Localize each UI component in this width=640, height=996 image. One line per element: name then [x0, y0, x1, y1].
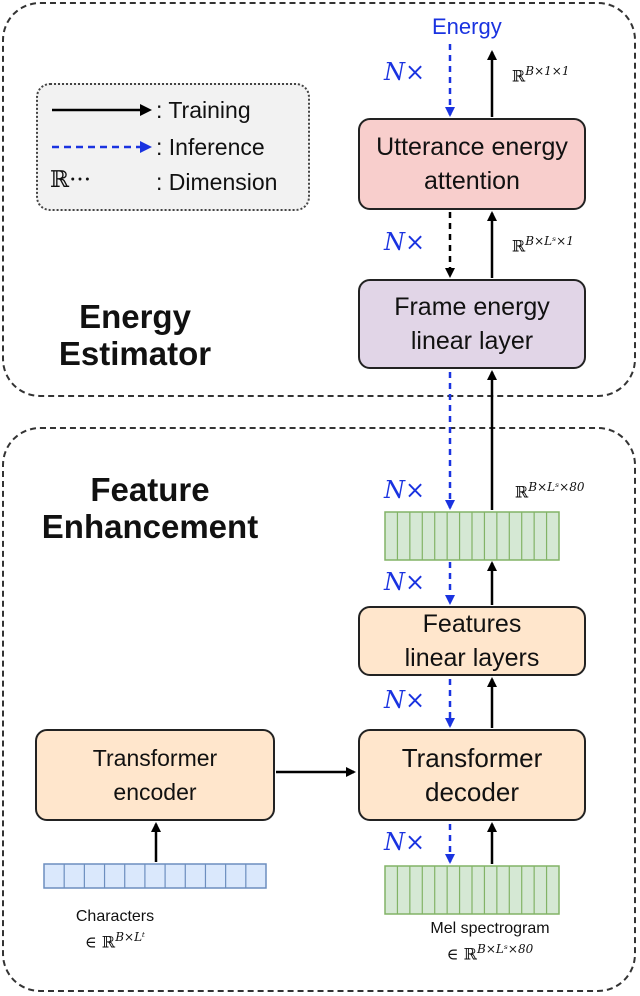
characters-grid	[43, 863, 267, 889]
legend-inference-row: : Inference	[38, 130, 308, 164]
legend-dimension-label: : Dimension	[156, 169, 278, 195]
feature-enhancement-title: Feature Enhancement	[41, 471, 259, 545]
mel-label: Mel spectrogram	[430, 920, 550, 937]
legend: : Training : Inference ℝ··· : Dimension	[36, 83, 310, 211]
repeat-label-4: N×	[384, 568, 426, 596]
repeat-label-3: N×	[384, 476, 426, 504]
transformer-decoder-block: Transformer decoder	[358, 729, 586, 821]
transformer-encoder-block: Transformer encoder	[35, 729, 275, 821]
frame-energy-linear-layer-block: Frame energy linear layer	[358, 279, 586, 369]
mel-spectrogram-grid	[384, 865, 560, 915]
legend-inference-label: : Inference	[156, 134, 265, 160]
repeat-label-5: N×	[384, 686, 426, 714]
energy-estimator-title: Energy Estimator	[58, 298, 212, 372]
training-arrow-icon	[52, 104, 152, 116]
training-arrows	[151, 50, 497, 864]
energy-estimator-group	[2, 2, 636, 397]
legend-training-row: : Training	[38, 93, 308, 127]
energy-label: Energy	[432, 14, 502, 39]
grid-frame	[43, 863, 267, 889]
characters-label: Characters	[75, 908, 155, 925]
mel-dimension: ∈ ℝB×Lˢ×80	[446, 942, 534, 964]
features-output-dimension: ℝB×Lˢ×80	[515, 480, 585, 502]
dimension-symbol: ℝ···	[50, 167, 92, 193]
features-linear-layers-block: Features linear layers	[358, 606, 586, 676]
characters-dimension: ∈ ℝB×Lᵗ	[84, 930, 146, 952]
feature-enhancement-group	[2, 427, 636, 992]
utterance-output-dimension: ℝB×1×1	[512, 64, 570, 86]
frame-output-dimension: ℝB×Lˢ×1	[512, 234, 574, 256]
repeat-label-2: N×	[384, 228, 426, 256]
repeat-label-1: N×	[384, 58, 426, 86]
inference-arrow-icon	[52, 141, 152, 153]
legend-dimension-row: ℝ··· : Dimension	[38, 165, 308, 199]
legend-training-label: : Training	[156, 97, 251, 123]
mel-caption: Mel spectrogram ∈ ℝB×Lˢ×80	[400, 920, 580, 963]
features-grid	[384, 511, 560, 561]
repeat-label-6: N×	[384, 828, 426, 856]
characters-caption: Characters ∈ ℝB×Lᵗ	[40, 908, 190, 951]
utterance-energy-attention-block: Utterance energy attention	[358, 118, 586, 210]
